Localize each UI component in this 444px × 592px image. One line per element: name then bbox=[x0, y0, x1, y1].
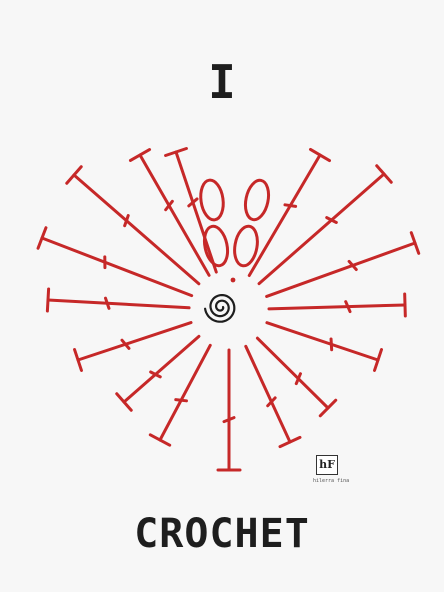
brand-logo: hF hilerra fina bbox=[313, 455, 361, 491]
chain-stitch-icon bbox=[242, 178, 272, 222]
double-crochet-icon bbox=[38, 228, 192, 296]
double-crochet-icon bbox=[267, 233, 419, 297]
magic-ring-icon bbox=[205, 295, 234, 322]
slip-stitch-icon bbox=[231, 278, 236, 283]
double-crochet-icon bbox=[47, 289, 189, 311]
logo-mark: hF bbox=[316, 455, 338, 475]
double-crochet-icon bbox=[246, 346, 300, 446]
double-crochet-icon bbox=[150, 345, 210, 445]
logo-caption: hilerra fina bbox=[313, 478, 373, 484]
chain-stitch-icon bbox=[198, 179, 225, 222]
double-crochet-icon bbox=[269, 294, 405, 316]
chain-stitch-icon bbox=[201, 224, 231, 268]
headline-bottom: CROCHET bbox=[0, 506, 444, 562]
double-crochet-icon bbox=[75, 323, 191, 371]
double-crochet-icon bbox=[218, 350, 240, 470]
